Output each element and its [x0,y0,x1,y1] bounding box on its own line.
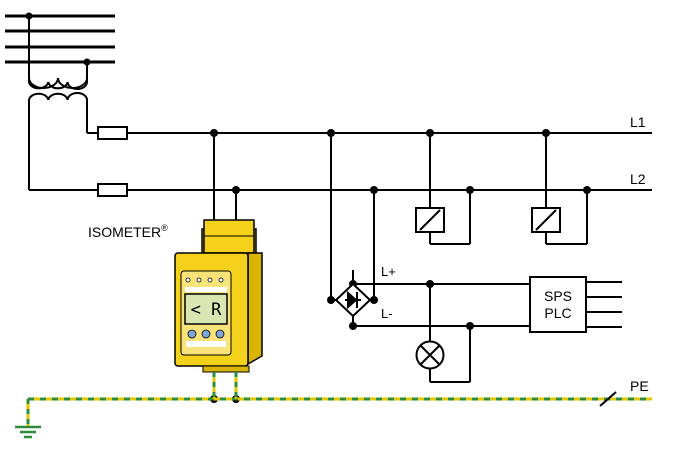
junction-dots [210,129,591,403]
label-pe: PE [630,378,649,394]
isometer-trademark: ® [161,223,168,233]
isometer-brand-text: ISOMETER [88,224,161,240]
isometer-display-text: < R [191,300,222,320]
plc-box [529,276,587,333]
relay-coil-2 [531,207,561,233]
isometer-pe-wires [212,372,238,399]
pe-marker-slash [599,391,617,407]
plc-label-plc: PLC [544,305,571,321]
branch-wires [213,133,622,383]
lamp-icon [415,340,445,370]
fuse-l2 [97,183,128,197]
label-l-plus: L+ [381,264,396,279]
plc-label-sps: SPS [544,288,572,304]
label-l-minus: L- [381,306,393,321]
bridge-rectifier-symbol [334,282,372,318]
relay-coil-1 [415,207,445,233]
supply-bus [5,14,115,64]
junction-dot [25,12,33,20]
isometer-brand-label: ISOMETER® [88,223,168,240]
junction-dot [83,58,91,66]
label-l1: L1 [630,114,646,130]
ground-icon [15,425,41,439]
isometer-device [174,219,263,373]
fuse-l1 [97,126,128,140]
label-l2: L2 [630,171,646,187]
transformer-symbol [28,77,88,190]
